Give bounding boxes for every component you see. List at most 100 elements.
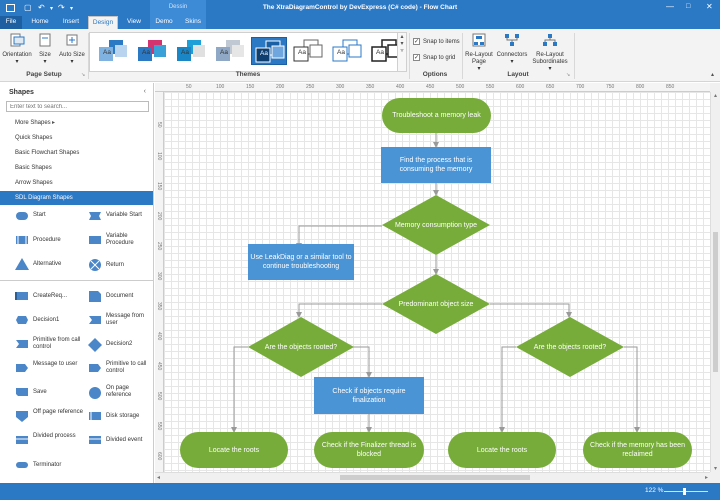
document-shape-icon [88, 290, 102, 302]
theme-tile-6[interactable]: Aa [290, 37, 326, 65]
shape-disk-storage[interactable]: Disk storage [88, 410, 152, 428]
theme-tile-5-selected[interactable]: Aa [251, 37, 287, 65]
ruler-tick: 700 [576, 84, 584, 90]
disk-storage-shape-icon [88, 410, 102, 422]
category-basic-shapes[interactable]: Basic Shapes [0, 161, 153, 175]
shape-variable-start[interactable]: Variable Start [88, 210, 152, 228]
shape-variable-procedure[interactable]: Variable Procedure [88, 234, 152, 252]
shape-on-page-reference[interactable]: On page reference [88, 386, 152, 404]
themes-gallery-scroll[interactable]: ▴ ▾ ▿ [397, 33, 406, 71]
shape-label: Primitive to call control [106, 361, 152, 375]
node-label: Find the process that is consuming the m… [384, 147, 488, 183]
shape-document[interactable]: Document [88, 290, 152, 308]
minimize-icon[interactable]: — [666, 2, 674, 11]
shape-primitive-from-call-control[interactable]: Primitive from call control [15, 338, 87, 356]
scroll-left-icon[interactable]: ◂ [157, 474, 160, 481]
category-sdl-diagram-shapes[interactable]: SDL Diagram Shapes [0, 191, 153, 205]
layout-group-label: Layout [463, 71, 573, 78]
shape-message-from-user[interactable]: Message from user [88, 314, 152, 332]
ruler-tick: 50 [186, 84, 192, 90]
shape-label: Message to user [33, 361, 77, 368]
tab-home[interactable]: Home [26, 16, 54, 29]
diagram-page[interactable]: Troubleshoot a memory leak Find the proc… [164, 92, 710, 472]
terminator-shape-icon [15, 459, 29, 471]
tab-view[interactable]: View [122, 16, 146, 29]
page-setup-launcher-icon[interactable]: ↘ [81, 72, 85, 78]
ruler-tick: 400 [156, 332, 162, 340]
size-button[interactable]: Size ▾ [34, 33, 56, 66]
connectors-button[interactable]: Connectors ▾ [496, 33, 528, 66]
vertical-scrollbar[interactable]: ▴ ▾ [710, 92, 720, 472]
snap-to-grid-checkbox[interactable]: ✓Snap to grid [413, 54, 455, 61]
layout-launcher-icon[interactable]: ↘ [566, 72, 570, 78]
shape-divided-event[interactable]: Divided event [88, 434, 152, 452]
shape-label: Off page reference [33, 409, 83, 416]
scroll-thumb[interactable] [340, 475, 530, 480]
theme-tile-7[interactable]: Aa [329, 37, 365, 65]
theme-preview-4 [212, 37, 248, 65]
shape-decision2[interactable]: Decision2 [88, 338, 152, 356]
on-page-reference-shape-icon [88, 386, 102, 400]
snap-to-items-checkbox[interactable]: ✓Snap to items [413, 38, 460, 45]
gallery-expand-icon[interactable]: ▿ [398, 47, 406, 54]
tab-insert[interactable]: Insert [56, 16, 86, 29]
relayout-subordinates-button[interactable]: Re-Layout Subordinates ▾ [530, 33, 570, 73]
shape-divided-process[interactable]: Divided process [15, 434, 87, 452]
collapse-ribbon-icon[interactable]: ▴ [711, 71, 714, 78]
category-basic-flowchart-shapes[interactable]: Basic Flowchart Shapes [0, 146, 153, 160]
scroll-right-icon[interactable]: ▸ [705, 474, 708, 481]
gallery-down-icon[interactable]: ▾ [398, 40, 406, 47]
shape-decision1[interactable]: Decision1 [15, 314, 87, 332]
shape-return[interactable]: Return [88, 258, 152, 276]
theme-tile-1[interactable]: Aa [95, 37, 131, 65]
auto-size-button[interactable]: Auto Size ▾ [58, 33, 86, 66]
themes-gallery[interactable]: Aa Aa Aa Aa Aa Aa Aa Aa [89, 32, 407, 72]
tab-skins[interactable]: Skins [180, 16, 206, 29]
theme-tile-3[interactable]: Aa [173, 37, 209, 65]
shape-terminator[interactable]: Terminator [15, 459, 87, 477]
shape-alternative[interactable]: Alternative [15, 258, 85, 276]
close-icon[interactable]: ✕ [706, 2, 713, 11]
ruler-tick: 350 [366, 84, 374, 90]
shape-create-request[interactable]: CreateReq... [15, 290, 87, 308]
orientation-button[interactable]: Orientation ▾ [2, 33, 32, 66]
node-label: Check if the Finalizer thread is blocked [318, 432, 420, 468]
page-size-icon [38, 33, 52, 47]
theme-tile-2[interactable]: Aa [134, 37, 170, 65]
zoom-slider-thumb[interactable] [683, 488, 686, 495]
scroll-up-icon[interactable]: ▴ [711, 92, 720, 99]
ruler-tick: 100 [156, 152, 162, 160]
shape-label: Primitive from call control [33, 337, 87, 351]
ruler-tick: 200 [156, 212, 162, 220]
maximize-icon[interactable]: □ [686, 3, 690, 10]
shape-off-page-reference[interactable]: Off page reference [15, 410, 87, 428]
connectors-icon [504, 33, 520, 47]
shape-start[interactable]: Start [15, 210, 85, 228]
collapse-panel-icon[interactable]: ‹ [144, 88, 146, 95]
gallery-up-icon[interactable]: ▴ [398, 33, 406, 40]
shapes-panel: Shapes ‹ More Shapes▸ Quick Shapes Basic… [0, 83, 154, 483]
zoom-slider-track[interactable] [664, 491, 708, 492]
window-title: The XtraDiagramControl by DevExpress (C#… [0, 4, 720, 11]
shape-primitive-to-call-control[interactable]: Primitive to call control [88, 362, 152, 380]
scroll-thumb[interactable] [713, 232, 718, 372]
shape-procedure[interactable]: Procedure [15, 234, 85, 252]
ruler-tick: 650 [546, 84, 554, 90]
shape-search-input[interactable] [6, 101, 149, 112]
connectors-dropdown-icon: ▾ [496, 59, 528, 66]
category-more-shapes[interactable]: More Shapes▸ [0, 116, 153, 130]
theme-tile-4[interactable]: Aa [212, 37, 248, 65]
shape-message-to-user[interactable]: Message to user [15, 362, 87, 380]
tab-demo[interactable]: Demo [150, 16, 178, 29]
ruler-tick: 750 [606, 84, 614, 90]
tab-design[interactable]: Design [88, 16, 118, 29]
category-arrow-shapes[interactable]: Arrow Shapes [0, 176, 153, 190]
category-quick-shapes[interactable]: Quick Shapes [0, 131, 153, 145]
relayout-page-button[interactable]: Re-Layout Page ▾ [464, 33, 494, 73]
zoom-level: 122 % [645, 487, 663, 494]
shape-save[interactable]: Save [15, 386, 87, 404]
scroll-down-icon[interactable]: ▾ [711, 465, 720, 472]
horizontal-scrollbar[interactable]: ◂ ▸ [155, 472, 710, 482]
procedure-shape-icon [15, 234, 29, 246]
tab-file[interactable]: File [0, 16, 22, 29]
